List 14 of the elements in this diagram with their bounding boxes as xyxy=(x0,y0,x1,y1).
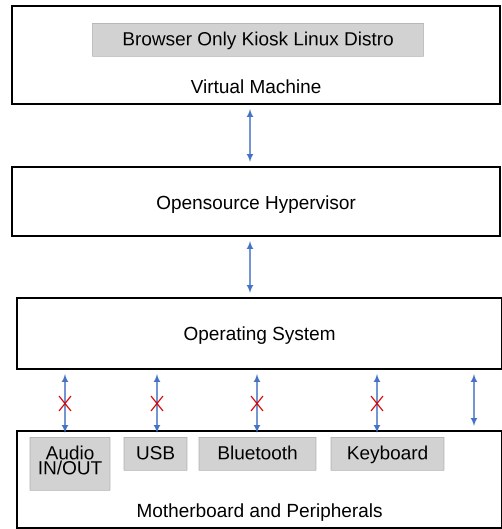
component-box: Keyboard xyxy=(330,437,444,471)
layer-box: Opensource Hypervisor xyxy=(11,166,501,237)
component-box: USB xyxy=(124,437,188,471)
arrow xyxy=(247,110,253,160)
layer-box: Operating System xyxy=(16,297,502,370)
component-box: Audio IN/OUT xyxy=(30,437,110,491)
component-box: Browser Only Kiosk Linux Distro xyxy=(92,23,424,57)
arrow xyxy=(471,376,477,424)
arrow xyxy=(374,376,380,432)
arrow xyxy=(247,242,253,292)
arrow xyxy=(62,376,68,432)
component-box: Bluetooth xyxy=(198,437,316,471)
arrow xyxy=(154,376,160,432)
arrow xyxy=(254,376,260,432)
